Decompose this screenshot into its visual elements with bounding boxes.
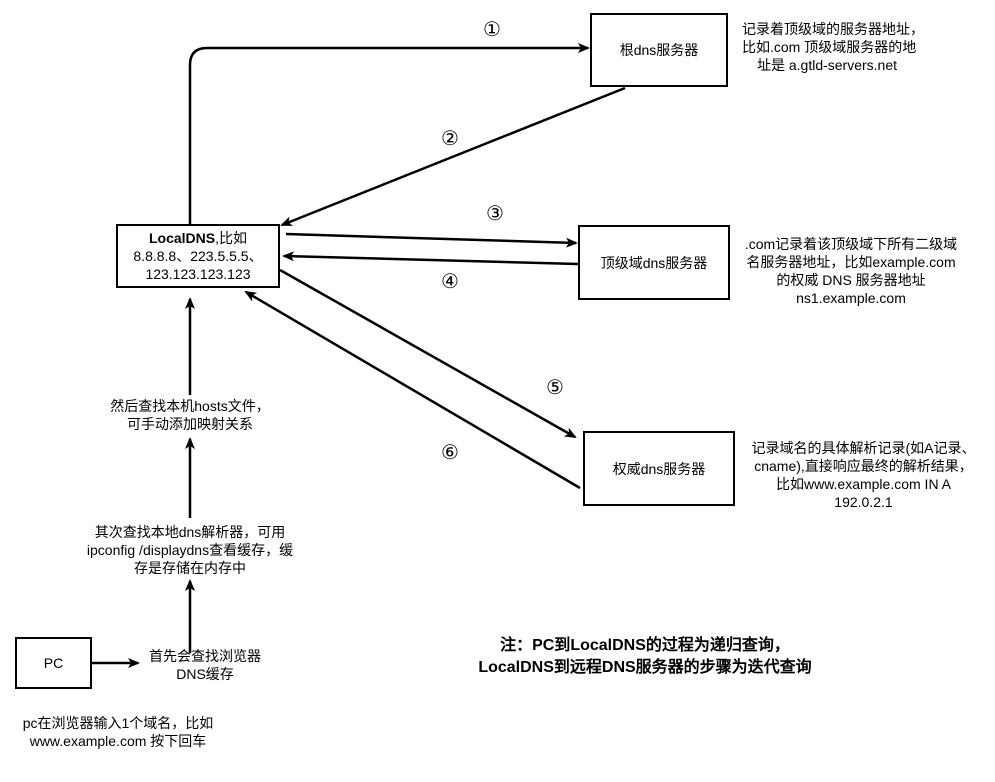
tld-dns-server-label: 顶级域dns服务器 (600, 254, 708, 271)
arrow-step4 (282, 251, 579, 266)
arrow-step6 (244, 290, 581, 490)
arrow-step5 (279, 268, 577, 439)
auth-dns-server-box: 权威dns服务器 (583, 431, 735, 506)
pc-box: PC (15, 637, 92, 689)
tld-note: .com记录着该顶级域下所有二级域 名服务器地址，比如example.com 的… (744, 236, 958, 306)
browser-cache-note: 首先会查找浏览器 DNS缓存 (149, 648, 261, 682)
localdns-title-suffix: ,比如 (215, 230, 247, 246)
pc-input-note: pc在浏览器输入1个域名，比如 www.example.com 按下回车 (22, 715, 214, 749)
hosts-file-note: 然后查找本机hosts文件， 可手动添加映射关系 (110, 398, 270, 432)
arrow-step1 (188, 43, 590, 225)
localdns-title: LocalDNS (148, 230, 216, 246)
root-dns-server-label: 根dns服务器 (619, 42, 699, 58)
pc-label: PC (43, 655, 64, 671)
localdns-examples-line2: 123.123.123.123 (145, 266, 251, 282)
step-5-marker: ⑤ (546, 375, 564, 399)
step-4-marker: ④ (441, 269, 459, 293)
auth-dns-server-label: 权威dns服务器 (612, 460, 706, 477)
tld-dns-server-box: 顶级域dns服务器 (578, 225, 730, 300)
local-resolver-cache-note: 其次查找本地dns解析器，可用 ipconfig /displaydns查看缓存… (86, 524, 294, 576)
localdns-box: LocalDNS,比如 8.8.8.8、223.5.5.5、 123.123.1… (116, 224, 280, 288)
step-3-marker: ③ (486, 201, 504, 225)
root-note: 记录着顶级域的服务器地址， 比如.com 顶级域服务器的地 址是 a.gtld-… (742, 21, 924, 73)
step-2-marker: ② (441, 126, 459, 150)
arrow-step2 (280, 86, 626, 227)
step-6-marker: ⑥ (441, 440, 459, 464)
localdns-examples-line1: 8.8.8.8、223.5.5.5、 (133, 248, 263, 264)
auth-note: 记录域名的具体解析记录(如A记录、 cname),直接响应最终的解析结果， 比如… (751, 440, 976, 510)
root-dns-server-box: 根dns服务器 (590, 13, 728, 87)
query-type-note: 注：PC到LocalDNS的过程为递归查询， LocalDNS到远程DNS服务器… (478, 637, 812, 676)
step-1-marker: ① (483, 17, 501, 41)
arrow-step3 (285, 232, 578, 248)
